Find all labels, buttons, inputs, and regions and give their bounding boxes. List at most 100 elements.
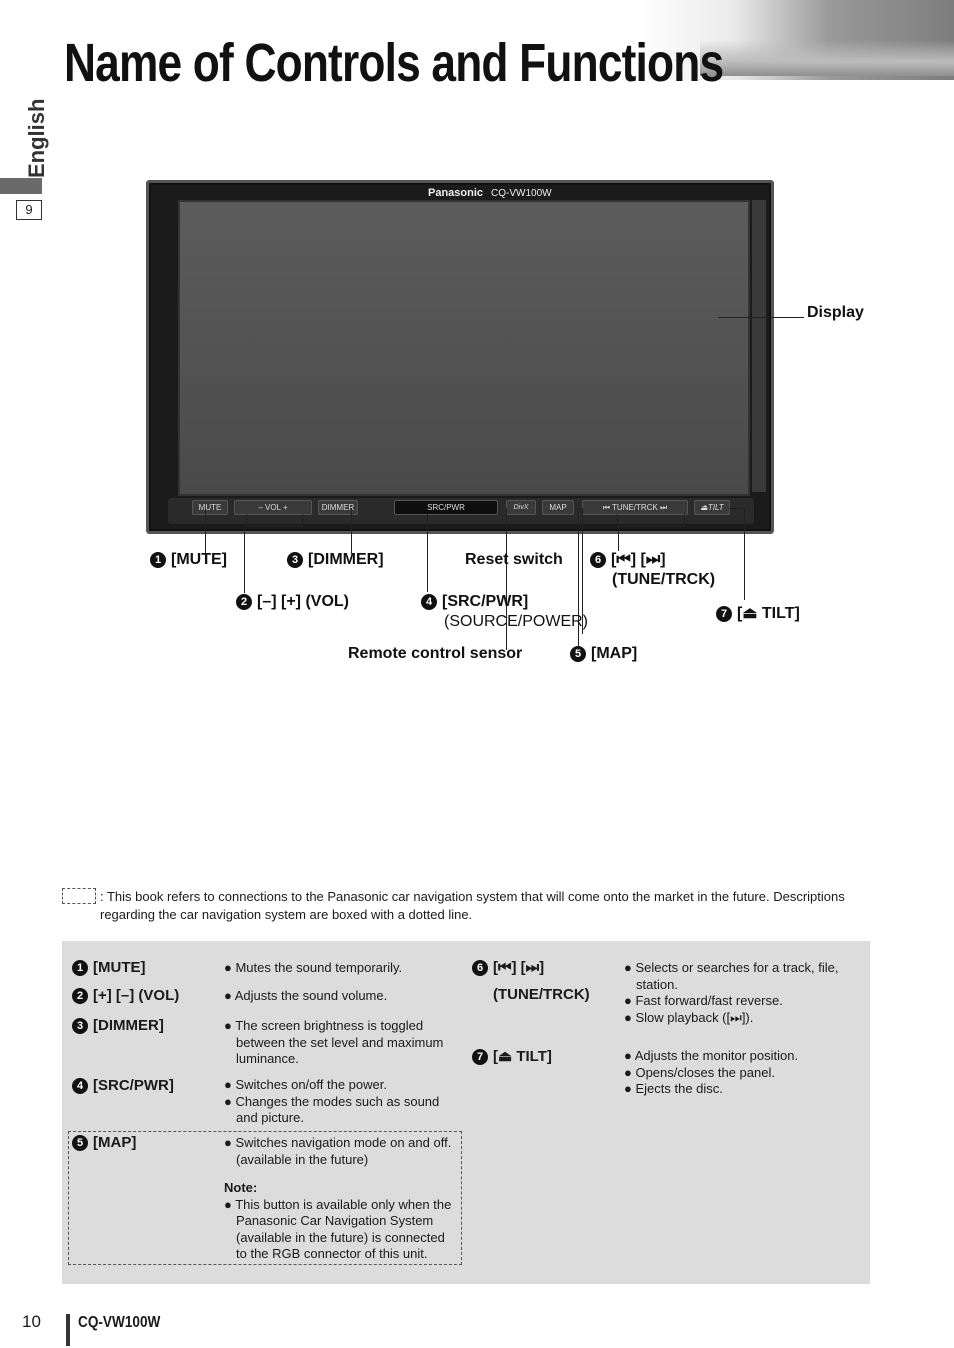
functions-table: 1[MUTE] ● Mutes the sound temporarily. 2…: [62, 941, 870, 1284]
callout-src-text: [SRC/PWR]: [442, 593, 529, 610]
desc-text: Switches on/off the power.: [235, 1077, 387, 1092]
callout-reset: Reset switch: [465, 551, 563, 568]
callout-map-text: [MAP]: [591, 645, 638, 662]
number-7: 7: [716, 606, 732, 622]
screen-bezel: [752, 200, 766, 492]
number-4: 4: [72, 1078, 88, 1094]
desc-item: ● Switches navigation mode on and off. (…: [224, 1135, 452, 1167]
map-leader: [578, 508, 579, 646]
language-tab-bar: [0, 178, 42, 194]
footer-model: CQ-VW100W: [78, 1314, 161, 1331]
row-tilt-desc: ● Adjusts the monitor position. ● Opens/…: [624, 1048, 860, 1098]
desc-item: ● Ejects the disc.: [624, 1081, 723, 1096]
device-map-button: MAP: [542, 500, 574, 515]
desc-item: ● Adjusts the sound volume.: [224, 988, 388, 1003]
mute-leader: [205, 508, 206, 554]
callout-map: 5 [MAP]: [570, 645, 637, 663]
device-dimmer-button: DIMMER: [318, 500, 358, 515]
row-src-label-text: [SRC/PWR]: [93, 1077, 174, 1094]
tilt-leader-h: [729, 508, 745, 509]
desc-text: Fast forward/fast reverse.: [635, 993, 783, 1008]
row-tune-desc: ● Selects or searches for a track, file,…: [624, 960, 860, 1026]
row-map-desc: ● Switches navigation mode on and off. (…: [224, 1135, 456, 1263]
callout-vol: 2 [–] [+] (VOL): [236, 593, 349, 611]
row-mute-label: 1[MUTE]: [72, 959, 146, 976]
callout-mute-text: [MUTE]: [171, 551, 227, 568]
sky-banner-clouds: [700, 40, 954, 76]
display-screen: [178, 200, 750, 496]
desc-item: ● Mutes the sound temporarily.: [224, 960, 403, 975]
row-vol-label-text: [+] [–] (VOL): [93, 987, 180, 1004]
dimmer-leader: [351, 508, 352, 554]
language-tab: English: [24, 88, 49, 178]
row-tune-label-text: [⏮] [⏭]: [493, 959, 545, 976]
tune-leader-bar: [617, 526, 685, 527]
src-leader: [427, 514, 428, 592]
row-tilt-label-text: [⏏ TILT]: [493, 1048, 552, 1065]
device-src-button: SRC/PWR: [394, 500, 498, 515]
note-text: This button is available only when the P…: [235, 1196, 452, 1262]
language-label: English: [24, 98, 49, 178]
button-bar: MUTE – VOL + DIMMER SRC/PWR DivX MAP ⏮ T…: [168, 498, 754, 524]
number-1: 1: [150, 552, 166, 568]
desc-item: ● Fast forward/fast reverse.: [624, 993, 783, 1008]
vol-leader-b: [302, 514, 303, 526]
number-5: 5: [72, 1135, 88, 1151]
device-tune-button: ⏮ TUNE/TRCK ⏭: [582, 500, 688, 515]
number-6: 6: [472, 960, 488, 976]
callout-src: 4[SRC/PWR]: [421, 593, 528, 611]
callout-src-sub: (SOURCE/POWER): [444, 613, 588, 630]
desc-text: Selects or searches for a track, file, s…: [635, 960, 839, 992]
vol-leader-down: [244, 527, 245, 593]
desc-item: ● Slow playback ([⏭]).: [624, 1009, 754, 1025]
row-vol-desc: ● Adjusts the sound volume.: [224, 988, 454, 1005]
note-item: ● This button is available only when the…: [224, 1196, 452, 1262]
desc-item: ● Switches on/off the power.: [224, 1077, 387, 1092]
desc-text: Changes the modes such as sound and pict…: [235, 1093, 440, 1126]
row-tilt-label: 7 [⏏ TILT]: [472, 1047, 552, 1065]
row-tune-label2: (TUNE/TRCK): [493, 986, 590, 1003]
dotted-box-legend: [62, 888, 96, 904]
footer-bar: [66, 1314, 70, 1346]
desc-text: The screen brightness is toggled between…: [235, 1018, 444, 1066]
section-page-box: 9: [16, 200, 42, 220]
row-tune-label: 6 [⏮] [⏭]: [472, 959, 544, 976]
desc-text: Opens/closes the panel.: [635, 1064, 775, 1080]
desc-item: ● The screen brightness is toggled betwe…: [224, 1018, 444, 1066]
callout-vol-text: [–] [+] (VOL): [257, 593, 349, 610]
row-dimmer-label-text: [DIMMER]: [93, 1017, 164, 1034]
display-leader: [718, 317, 804, 318]
number-2: 2: [72, 988, 88, 1004]
number-2: 2: [236, 594, 252, 610]
callout-dimmer: 3[DIMMER]: [287, 551, 384, 569]
row-dimmer-label: 3 [DIMMER]: [72, 1017, 164, 1034]
number-5: 5: [570, 646, 586, 662]
desc-item: ● Selects or searches for a track, file,…: [624, 960, 839, 992]
row-map-label-text: [MAP]: [93, 1134, 137, 1151]
callout-remote: Remote control sensor: [348, 645, 523, 662]
callout-tune: 6[⏮] [⏭]: [590, 551, 666, 569]
dotted-box-map: [68, 1131, 462, 1265]
callout-tune-sub: (TUNE/TRCK): [612, 571, 716, 588]
callout-dimmer-text: [DIMMER]: [308, 551, 384, 568]
vol-leader-bar: [246, 526, 303, 527]
number-7: 7: [472, 1049, 488, 1065]
tune-leader-b: [684, 514, 685, 526]
device-tilt-button: ⏏TILT: [694, 500, 730, 515]
number-3: 3: [72, 1018, 88, 1034]
brand-name: Panasonic: [428, 187, 484, 199]
desc-text: Mutes the sound temporarily.: [235, 960, 403, 975]
callout-display: Display: [807, 304, 864, 321]
device-model: CQ-VW100W: [491, 188, 552, 199]
callout-mute: 1 [MUTE]: [150, 551, 227, 569]
desc-text: Adjusts the sound volume.: [234, 988, 388, 1003]
desc-text: Adjusts the monitor position.: [634, 1048, 799, 1063]
callout-tune-keys: [⏮] [⏭]: [611, 551, 666, 568]
reset-leader: [582, 508, 583, 634]
divx-logo: DivX: [506, 500, 536, 515]
row-src-desc: ● Switches on/off the power. ● Changes t…: [224, 1077, 454, 1127]
desc-item: ● Adjusts the monitor position.: [624, 1048, 799, 1063]
desc-text: Slow playback ([⏭]).: [635, 1009, 754, 1025]
row-map-label: 5 [MAP]: [72, 1134, 136, 1151]
tune-leader-a: [617, 514, 618, 526]
